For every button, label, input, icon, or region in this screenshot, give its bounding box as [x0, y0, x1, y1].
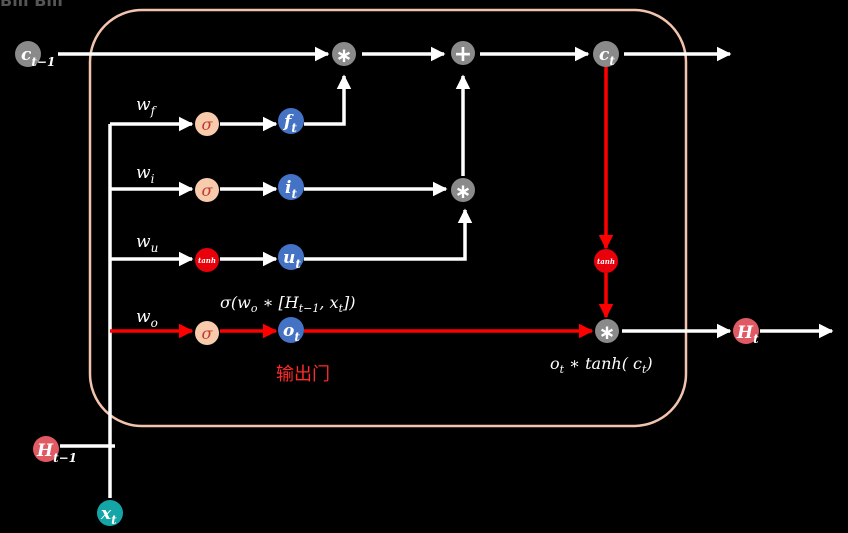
svg-text:ft: ft — [283, 112, 297, 135]
svg-text:σ: σ — [202, 115, 214, 134]
svg-text:∗: ∗ — [336, 43, 353, 67]
svg-text:xt: xt — [100, 504, 117, 527]
red-connections — [110, 67, 614, 339]
svg-text:Ht−1: Ht−1 — [36, 441, 77, 465]
svg-text:ut: ut — [283, 248, 301, 271]
watermark-text: Bili Bili — [0, 0, 63, 10]
svg-text:Ht: Ht — [736, 323, 759, 346]
svg-text:it: it — [285, 178, 297, 201]
lstm-cell-border — [88, 8, 688, 428]
sigma-forget-node: σ — [195, 112, 219, 136]
output-gate-label: 输出门 — [276, 364, 330, 385]
svg-text:∗: ∗ — [599, 320, 616, 344]
op-forget-multiply: ∗ — [332, 42, 356, 67]
op-add: + — [451, 41, 475, 67]
weight-wo-label: wo — [136, 307, 158, 330]
svg-text:σ: σ — [202, 181, 214, 200]
weight-wf-label: wf — [136, 95, 158, 118]
node-u-t: ut — [278, 244, 304, 271]
node-f-t: ft — [278, 108, 304, 135]
ft-to-mult-line — [304, 74, 352, 126]
ut-to-mult-line — [304, 208, 473, 261]
svg-text:ot: ot — [283, 321, 300, 344]
sigma-input-node: σ — [195, 178, 219, 202]
node-h-t: Ht — [733, 318, 759, 346]
white-connections — [58, 46, 834, 498]
node-o-t: ot — [278, 317, 304, 344]
svg-text:σ: σ — [202, 324, 214, 343]
node-c-prev: ct−1 — [15, 41, 55, 69]
sigma-output-node: σ — [195, 321, 219, 345]
node-x-t: xt — [97, 500, 123, 527]
weight-wi-label: wi — [136, 163, 155, 186]
svg-text:∗: ∗ — [455, 179, 472, 203]
hidden-state-formula: ot ∗ tanh( ct) — [550, 354, 653, 376]
op-input-multiply: ∗ — [451, 178, 475, 203]
output-gate-formula: σ(wo ∗ [Ht−1, xt]) — [220, 293, 355, 315]
node-h-prev: Ht−1 — [33, 436, 77, 465]
svg-text:ct: ct — [599, 45, 615, 68]
weight-wu-label: wu — [136, 232, 158, 255]
tanh-candidate-node: tanh — [195, 248, 219, 272]
svg-text:ct−1: ct−1 — [21, 45, 55, 69]
weight-labels: wf wi wu wo — [136, 95, 158, 330]
node-c-t: ct — [593, 41, 619, 68]
svg-text:tanh: tanh — [597, 257, 615, 266]
node-i-t: it — [278, 174, 304, 201]
tanh-cell-node: tanh — [594, 249, 618, 273]
svg-text:tanh: tanh — [198, 256, 216, 265]
op-output-multiply: ∗ — [595, 319, 619, 344]
svg-text:+: + — [454, 42, 472, 67]
